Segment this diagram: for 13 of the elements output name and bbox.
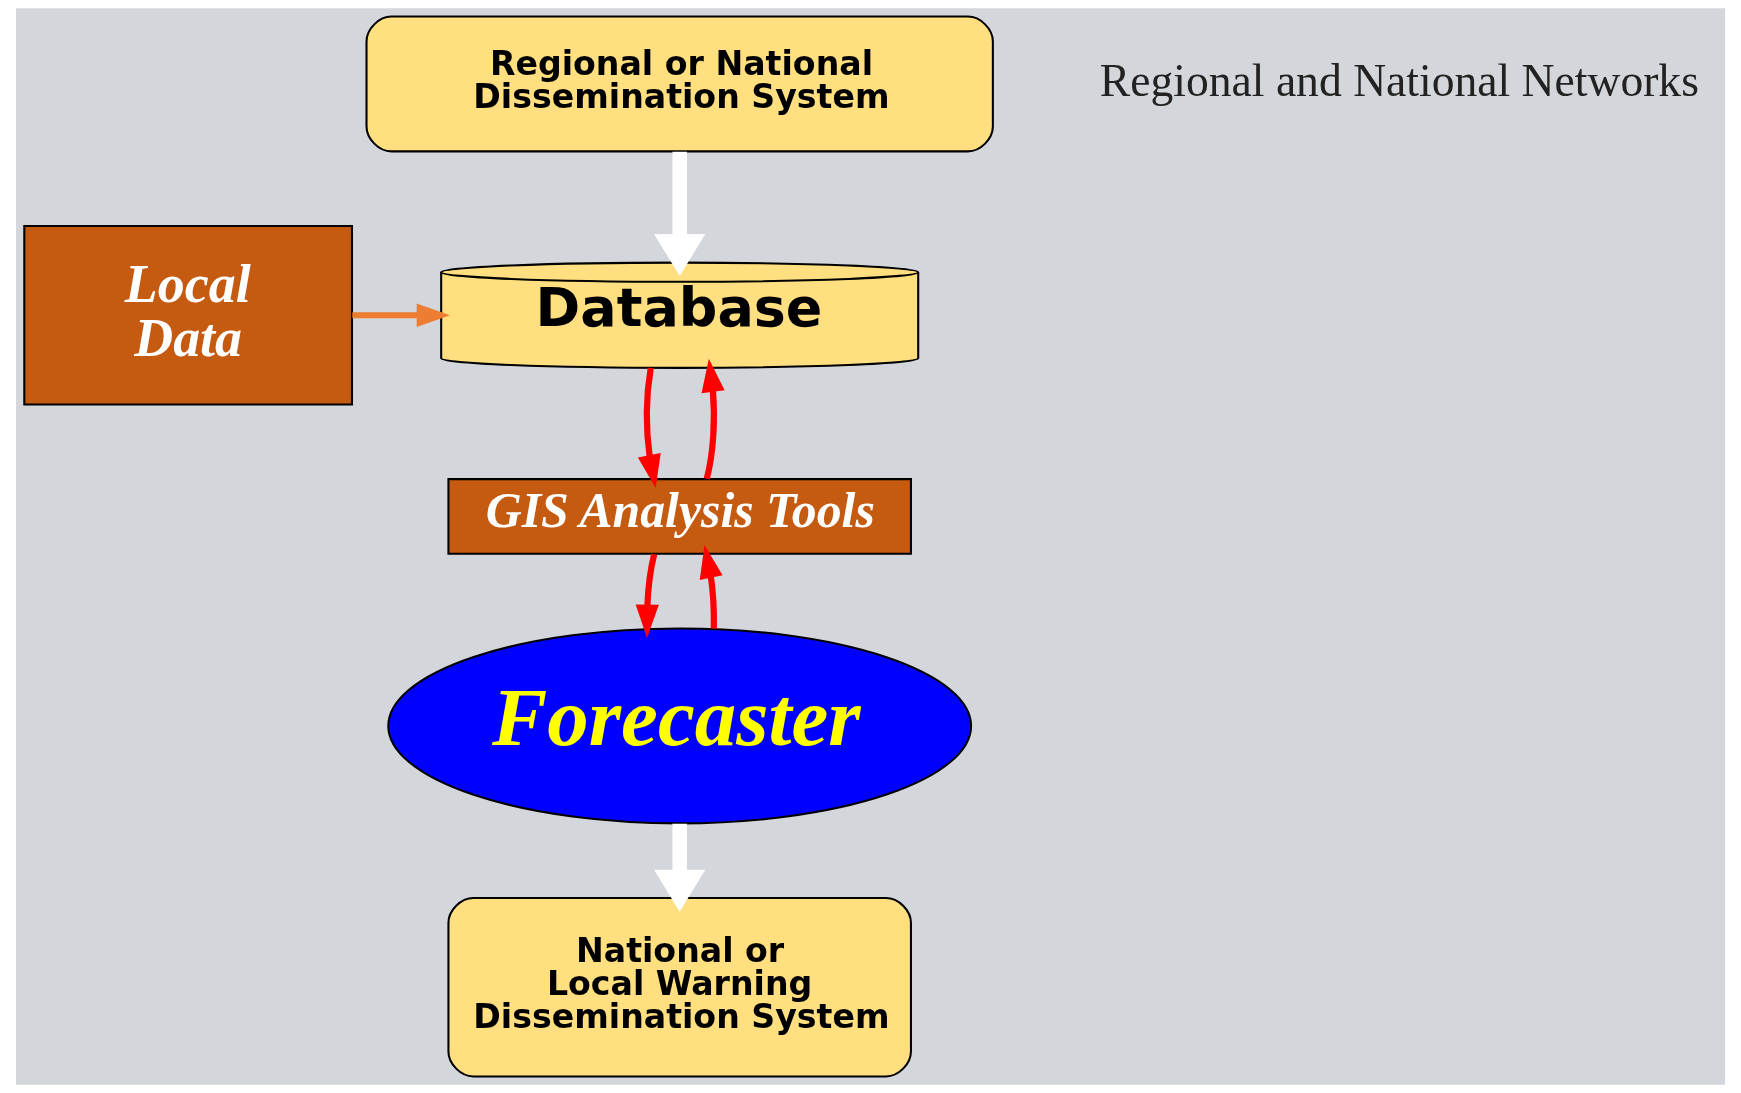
arrow xyxy=(654,823,706,912)
arrow xyxy=(352,303,450,327)
node-box: Regional or National Dissemination System xyxy=(365,15,994,153)
node-ellipse: Forecaster xyxy=(387,627,973,825)
arrow xyxy=(701,358,725,480)
node-box: Local Data xyxy=(23,225,354,406)
node-box: GIS Analysis Tools xyxy=(447,478,912,555)
arrow xyxy=(637,367,661,488)
label: Regional and National Networks xyxy=(1099,54,1699,106)
arrow xyxy=(654,151,706,276)
arrow xyxy=(635,553,659,638)
arrow xyxy=(699,545,723,629)
node-box: National or Local Warning Dissemination System xyxy=(447,897,912,1078)
